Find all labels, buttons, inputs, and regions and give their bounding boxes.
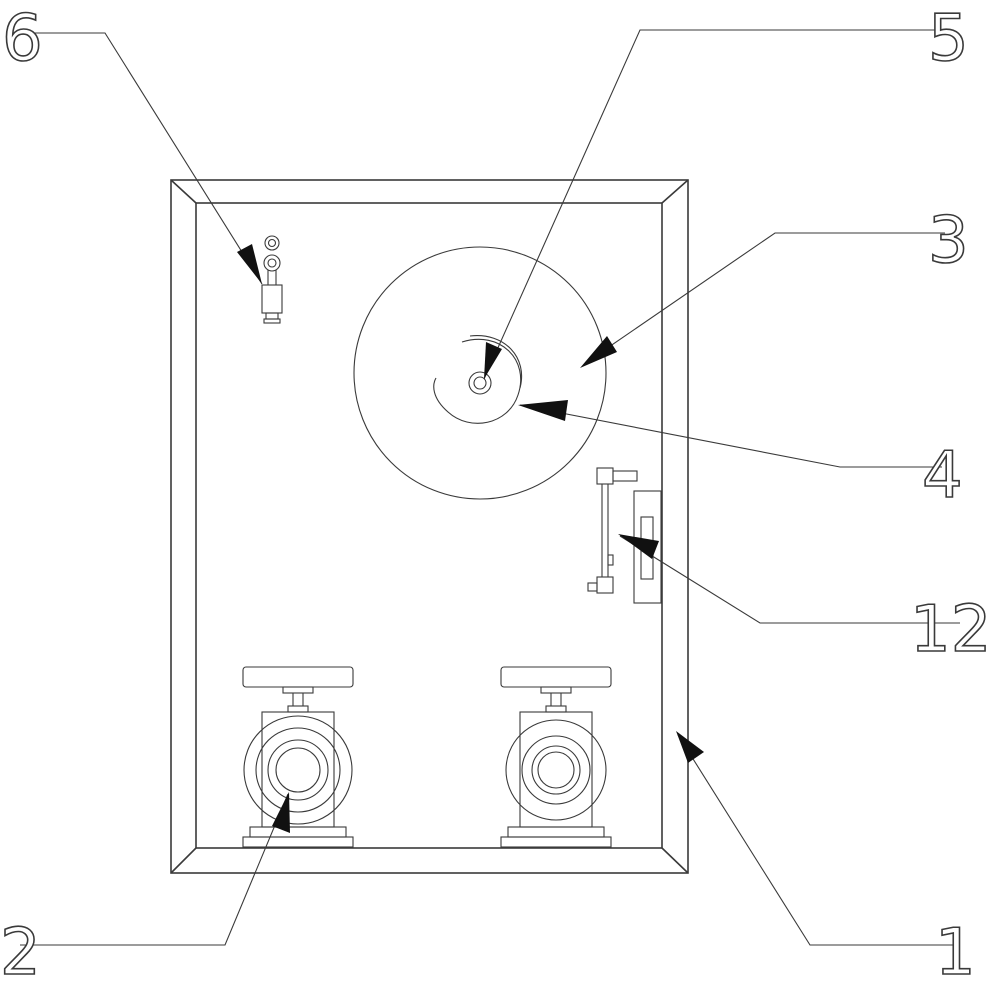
label-5: 5: [928, 2, 969, 76]
hose-spiral: [433, 335, 522, 424]
label-1: 1: [935, 916, 976, 981]
side-bracket: [587, 467, 662, 604]
arrowheads: [237, 244, 704, 833]
label-4: 4: [922, 439, 963, 513]
cabinet-frame: [170, 179, 689, 874]
label-6: 6: [2, 2, 43, 76]
label-2: 2: [0, 916, 41, 981]
top-valve: [261, 235, 283, 324]
leader-lines: [20, 29, 960, 946]
hydrant-right: [500, 666, 612, 848]
reel-hub: [468, 371, 492, 395]
hydrant-left: [242, 666, 354, 848]
hose-reel: [353, 246, 607, 500]
label-12: 12: [910, 593, 991, 667]
label-3: 3: [928, 204, 969, 278]
